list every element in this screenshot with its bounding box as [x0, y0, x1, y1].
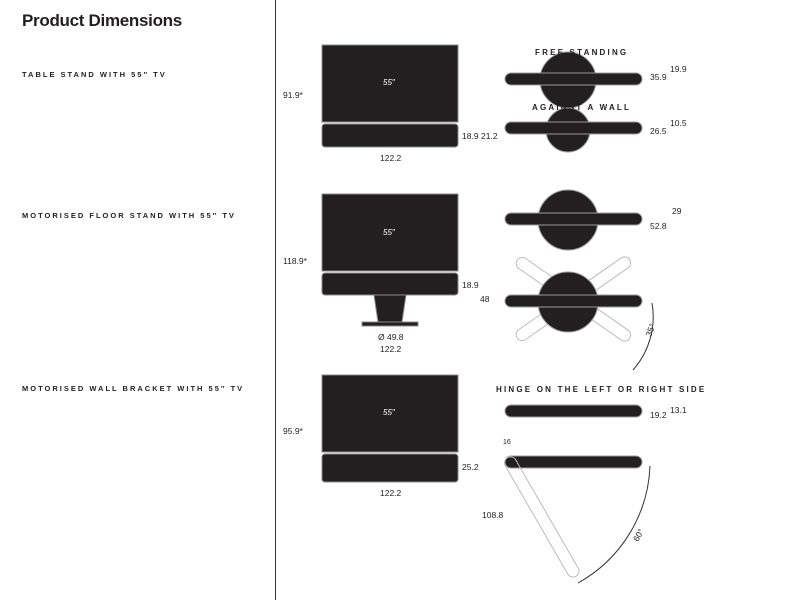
page-title: Product Dimensions: [22, 11, 182, 30]
length-dim: 108.8: [482, 510, 504, 520]
dim: 10.5: [670, 118, 687, 128]
tv-top-view: [504, 294, 643, 308]
view-caption: HINGE ON THE LEFT OR RIGHT SIDE: [496, 385, 707, 394]
base-diameter: Ø 49.8: [378, 332, 404, 342]
dim: 29: [672, 206, 682, 216]
width-dim: 122.2: [380, 488, 402, 498]
tv-top-view: [504, 212, 643, 226]
view-caption: AGAINST A WALL: [532, 103, 632, 112]
offset-dim: 16: [503, 439, 511, 446]
section-label-floor-stand: MOTORISED FLOOR STAND WITH 55″ TV: [22, 211, 236, 220]
dim: 52.8: [650, 221, 667, 231]
height-dim: 95.9*: [283, 426, 303, 436]
section-label-wall-bracket: MOTORISED WALL BRACKET WITH 55″ TV: [22, 384, 245, 393]
wall-bracket-base: [321, 453, 459, 483]
tv-front-screen: [321, 44, 459, 123]
tv-front-screen: [321, 193, 459, 272]
dim: 26.5: [650, 126, 667, 136]
tv-top-view: [504, 72, 643, 86]
dim: 18.9: [462, 131, 479, 141]
tv-top-view: [504, 121, 643, 135]
height-dim: 91.9*: [283, 90, 303, 100]
width-dim: 122.2: [380, 153, 402, 163]
divider: [275, 0, 276, 600]
rotation-arc-60: [577, 465, 651, 584]
width-dim: 122.2: [380, 344, 402, 354]
dim: 35.9: [650, 72, 667, 82]
dim: 21.2: [481, 131, 498, 141]
swung-tv: [504, 456, 580, 578]
section-label-table-stand: TABLE STAND WITH 55″ TV: [22, 70, 167, 79]
dim: 19.9: [670, 64, 687, 74]
floor-stand-foot: [361, 321, 419, 327]
dim: 25.2: [462, 462, 479, 472]
soundbar: [321, 272, 459, 296]
dim: 48: [480, 294, 490, 304]
height-dim: 118.9*: [283, 256, 307, 266]
tv-top-view: [504, 404, 643, 418]
tv-front-screen: [321, 374, 459, 453]
tv-top-view: [504, 455, 643, 469]
table-stand-base: [321, 123, 459, 148]
floor-stand-column: [373, 294, 407, 323]
dim: 19.2: [650, 410, 667, 420]
view-caption: FREE STANDING: [535, 48, 629, 57]
rotation-arc-35: [632, 302, 654, 371]
screen-size: 55″: [383, 228, 395, 237]
screen-size: 55″: [383, 408, 395, 417]
screen-size: 55″: [383, 78, 395, 87]
dim: 13.1: [670, 405, 687, 415]
dim: 18.9: [462, 280, 479, 290]
